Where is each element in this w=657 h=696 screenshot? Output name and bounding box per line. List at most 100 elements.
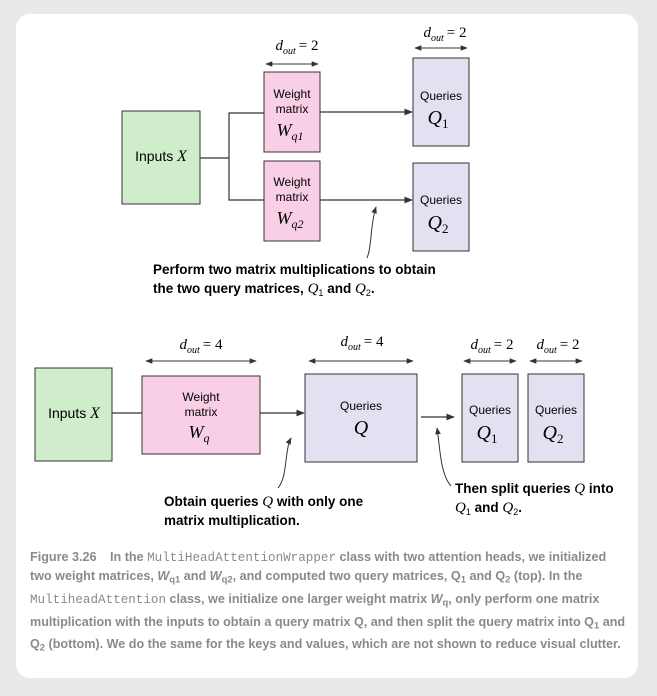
svg-text:Then split queries Q: Then split queries Q into [455,481,614,497]
bottom-q1-dim-d: d [471,337,479,353]
svg-text:Inputs X: Inputs X [48,405,101,422]
bottom-right-note-end: . [518,500,522,515]
top-note-and: and [327,281,351,296]
top-queries-q1-var: Q [428,107,443,129]
bottom-weight-box [141,375,261,455]
caption-t7: class, we initialize one larger weight m… [169,591,428,606]
caption-t10: (bottom). We do the same for the keys an… [48,637,621,652]
caption-t8: , only perform one matrix multiplication… [30,591,600,629]
bottom-queries-label: Queries [340,399,382,413]
bottom-queries-q2-var: Q [543,422,558,444]
caption-q1-sub: 1 [460,574,466,586]
top-note-q2-sub: 2 [366,288,371,298]
top-note-q1-sub: 1 [318,288,323,298]
bottom-queries-q2-sub: 2 [557,431,564,446]
caption-q2-sub: 2 [505,574,511,586]
caption-w2-sub: q2 [221,574,233,586]
bottom-queries-box [304,373,418,463]
top-queries-q2-label: Queries [420,193,462,207]
top-inputs-var: X [176,148,188,165]
bottom-inputs-box [34,367,113,462]
top-queries-q1-sub: 1 [442,116,449,131]
svg-text:Wq1: Wq1 [277,120,304,143]
top-weight-dim-sub: out [283,46,296,57]
caption-q2: Q [495,569,506,584]
svg-text:Inputs X: Inputs X [135,148,188,165]
top-weight-dim-d: d [276,38,284,54]
svg-text:Wq2: Wq2 [277,208,304,231]
caption-q1: Q [450,569,461,584]
bottom-queries-q1-sub: 1 [491,431,498,446]
top-weight-q1-var: W [277,120,294,140]
bottom-diagram: Inputs X Weight matrix Wq dout= 4 Querie… [34,334,614,528]
svg-text:Q1: Q1 [477,422,498,446]
svg-text:dout= 2: dout= 2 [424,25,467,44]
bottom-left-callout-arrow [277,437,292,489]
bottom-left-note-post: with only one [276,494,364,509]
caption-wq-sub: q [442,597,449,609]
bottom-right-note-q1-sub: 1 [466,507,471,517]
bottom-q2-dim-sub: out [544,345,557,356]
top-callout-arrow [366,206,377,259]
bottom-q2-dim-eq: = 2 [560,337,580,353]
bottom-weight-dim-eq: = 4 [203,337,223,353]
top-inputs-box [121,110,201,205]
bottom-queries-q2-label: Queries [535,403,577,417]
svg-text:Wq: Wq [189,422,210,445]
bottom-q2-dim-d: d [537,337,545,353]
caption-t2: class with two attention heads, we initi… [30,550,607,584]
bottom-right-note-q1: Q [455,500,466,516]
top-note-q1: Q [308,281,319,297]
bottom-inputs-label: Inputs [48,405,86,421]
svg-text:dout= 2: dout= 2 [471,337,514,356]
caption-q1b: Q [584,614,594,629]
top-weight-q1-sub: q1 [292,129,304,143]
svg-text:Q2: Q2 [543,422,564,446]
top-weight-q1-box [263,71,321,153]
svg-text:dout= 4: dout= 4 [341,334,384,353]
top-inputs-label: Inputs [135,148,173,164]
svg-text:Q1 and Q2.: Q1 and Q2. [455,500,522,518]
caption-t5: and [469,569,492,584]
svg-text:Obtain queries Q w: Obtain queries Q with only one [164,494,364,510]
caption-t3: and [183,569,207,584]
bottom-right-note-post: into [589,481,614,496]
bottom-q1-dim-sub: out [478,345,491,356]
bottom-weight-dim-sub: out [187,345,200,356]
svg-text:the two query matrices,: the two query matrices, Q1 and Q2. [153,281,375,299]
caption-q2b-sub: 2 [39,642,46,654]
bottom-queries-q1-box [461,373,519,463]
top-queries-q1-box [412,57,470,147]
bottom-queries-dim-sub: out [348,342,361,353]
top-note-end: . [371,281,375,296]
bottom-right-note-q: Q [574,481,585,497]
top-note-line2: the two query matrices, [153,281,304,296]
top-diagram: Inputs X Weight matrix Wq1 Weight matrix… [121,25,470,299]
bottom-queries-q1-var: Q [477,422,492,444]
figure-label: Figure 3.26 [30,550,97,564]
caption-w2: W [209,569,222,584]
bottom-weight-dim-d: d [180,337,188,353]
top-note-q2: Q [355,281,366,297]
top-weight-q1-line2: matrix [276,102,309,116]
top-queries-q1-label: Queries [420,89,462,103]
bottom-weight-sub: q [204,431,210,445]
caption-q1b-sub: 1 [593,619,600,631]
caption-t4: , and computed two query matrices, [232,569,448,584]
bottom-inputs-var: X [89,405,101,422]
caption-t1: In the [110,550,144,564]
top-weight-q1-line1: Weight [273,87,311,101]
top-weight-q2-line1: Weight [273,175,311,189]
bottom-right-callout-arrow [435,427,452,487]
bottom-queries-dim-d: d [341,334,349,350]
figure-card [16,14,638,678]
bottom-weight-var: W [189,422,206,442]
top-q1-dim-d: d [424,25,432,41]
bottom-weight-line2: matrix [185,405,218,419]
figure-caption: Figure 3.26 In the MultiHeadAttentionWra… [30,548,630,658]
bottom-q1-dim-eq: = 2 [494,337,514,353]
bottom-left-note-line2: matrix multiplication. [164,513,300,528]
svg-text:dout= 2: dout= 2 [537,337,580,356]
caption-t9: and [602,614,626,629]
